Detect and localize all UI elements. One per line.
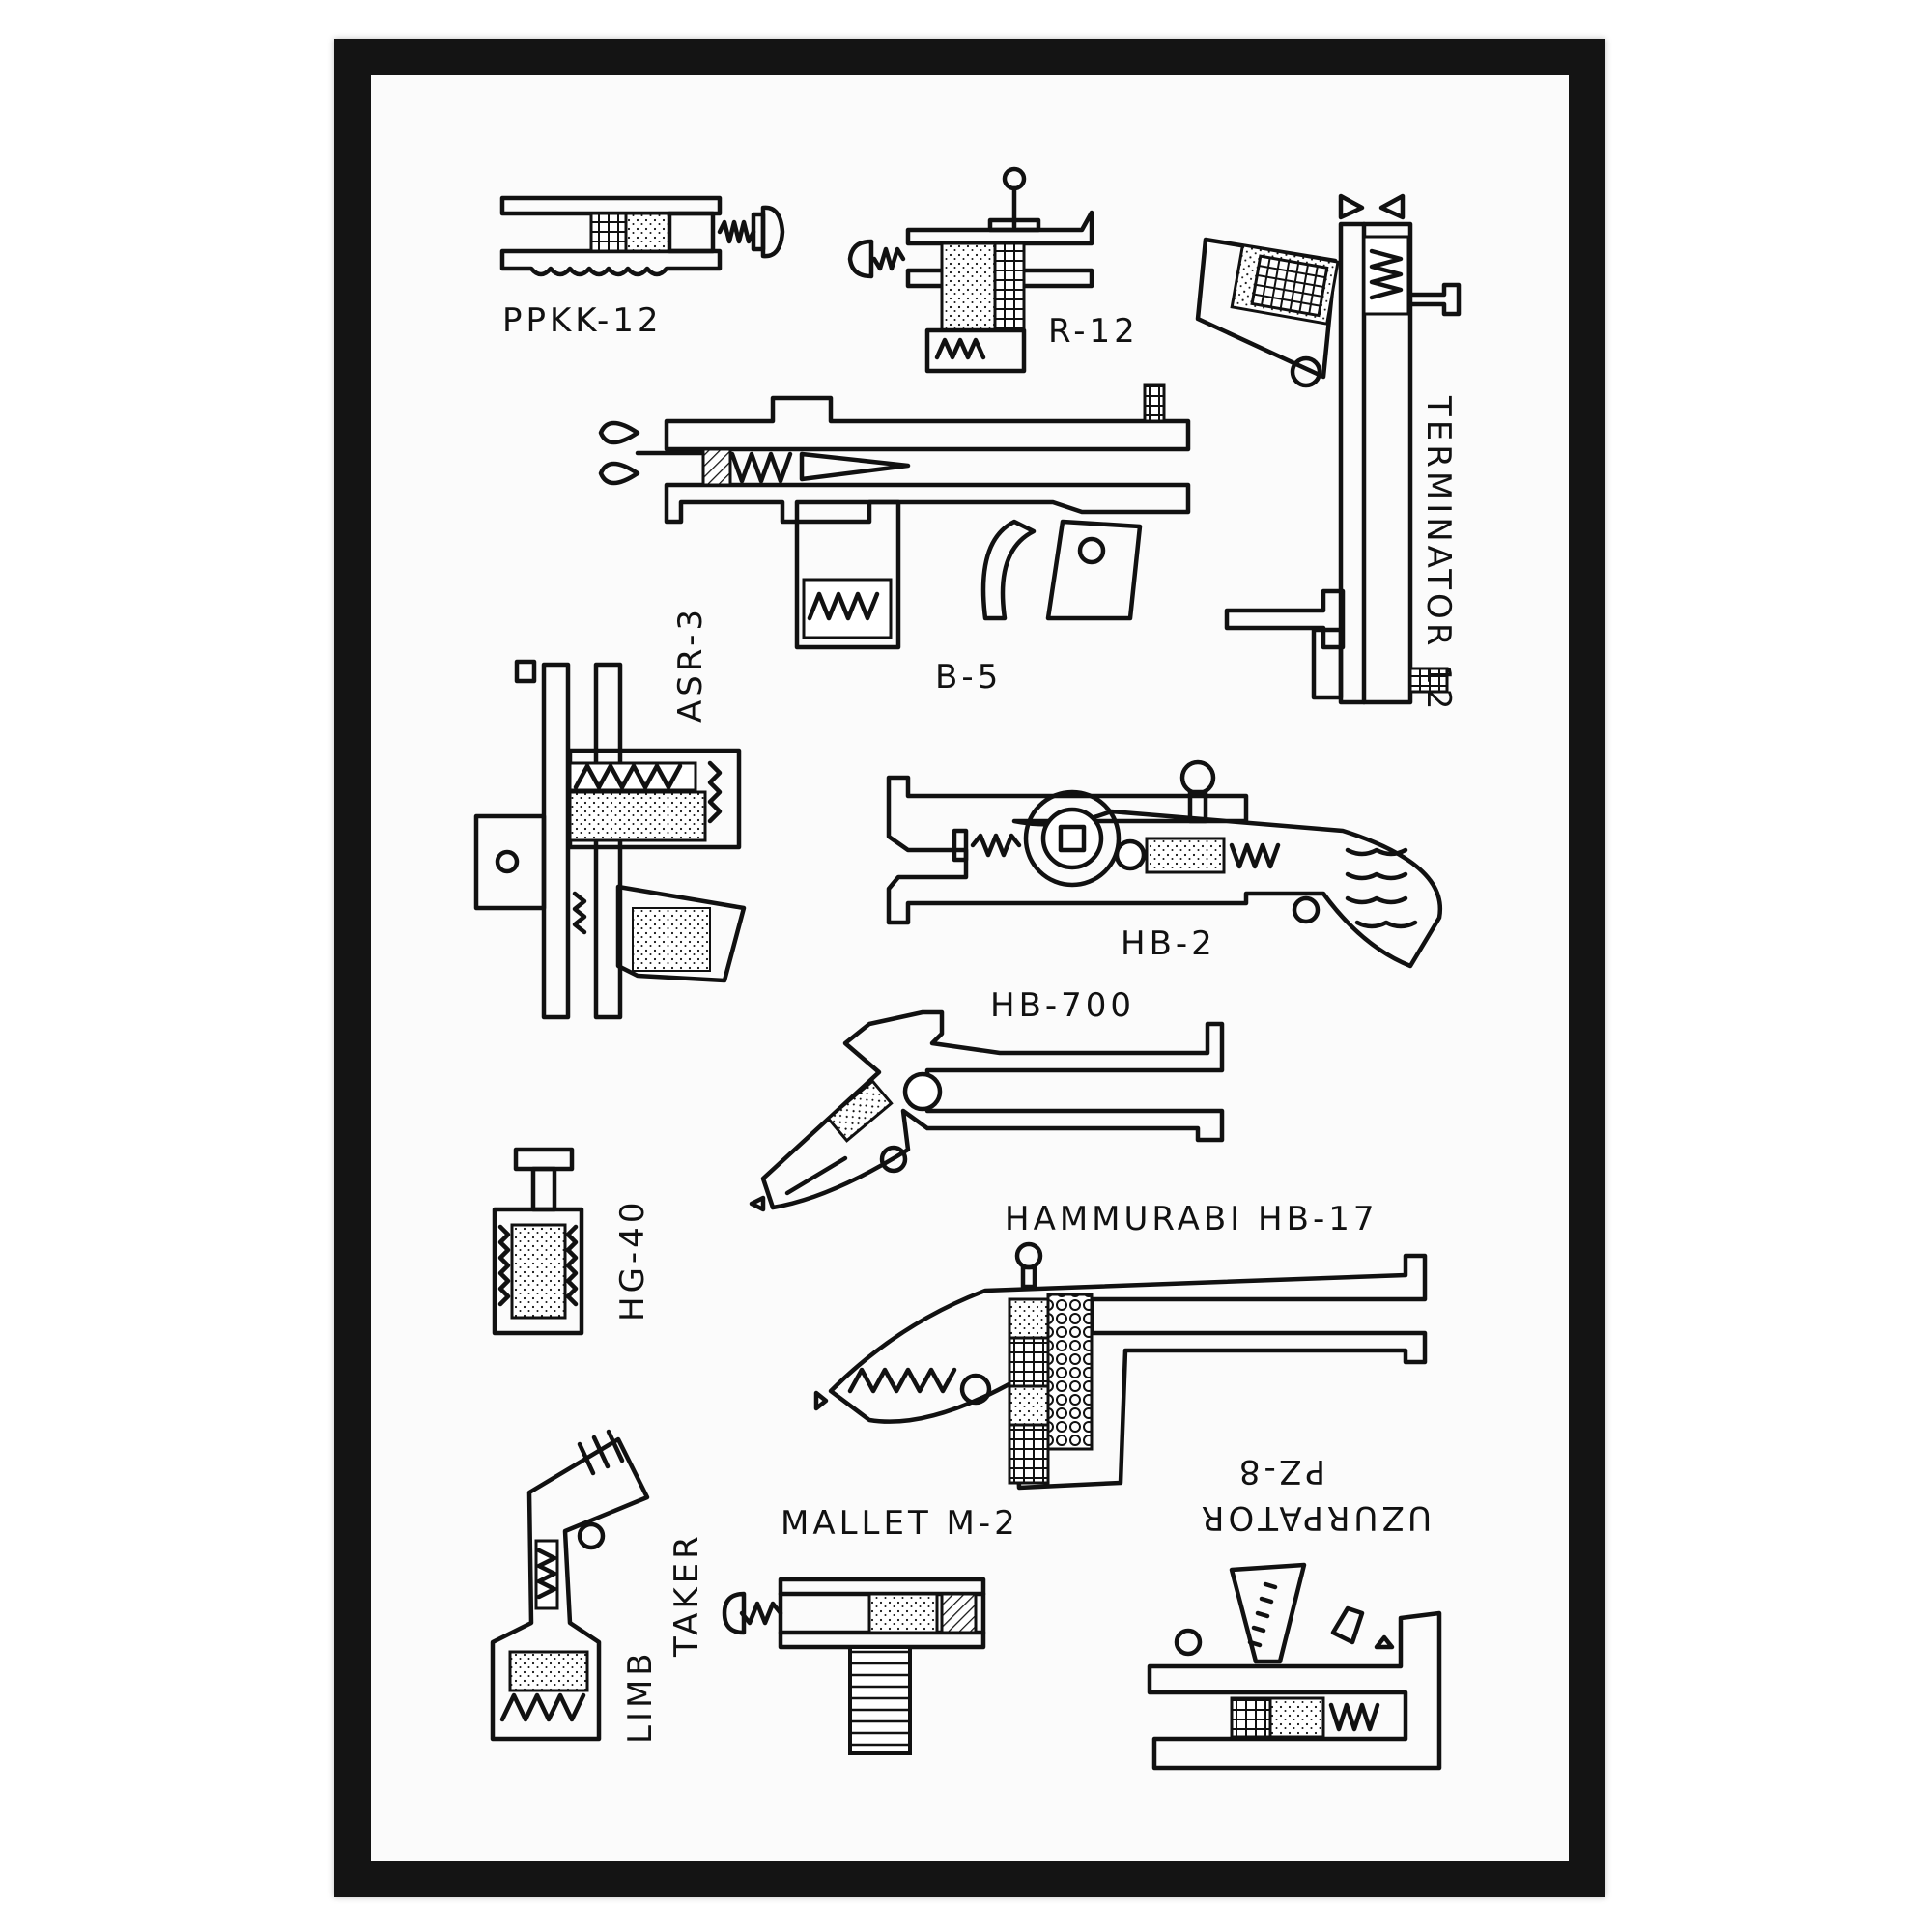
r-12-drawing — [847, 166, 1094, 374]
hg-40-drawing — [492, 1147, 584, 1336]
b-5-drawing — [598, 383, 1191, 650]
label-hammurabi-hb-17: HAMMURABI HB-17 — [1005, 1200, 1378, 1238]
hb-2-drawing — [886, 759, 1443, 969]
label-uzurpator: UZURPATOR — [1198, 1498, 1432, 1537]
label-limb: LIMB — [621, 1649, 660, 1744]
label-uzurpator-model: PZ-8 — [1236, 1452, 1325, 1491]
hb-700-drawing — [749, 1009, 1225, 1212]
limb-taker-drawing — [490, 1429, 650, 1742]
terminator-12-drawing — [1195, 193, 1462, 705]
label-terminator-12: TERMINATOR 12 — [1419, 395, 1458, 714]
uzurpator-pz-8-drawing — [1147, 1562, 1442, 1771]
label-ppkk-12: PPKK-12 — [502, 301, 663, 340]
ppkk-12-drawing — [499, 195, 785, 277]
label-mallet-m-2: MALLET M-2 — [781, 1504, 1019, 1543]
label-hb-2: HB-2 — [1121, 924, 1216, 963]
mallet-m-2-drawing — [722, 1577, 986, 1755]
label-taker: TAKER — [668, 1532, 706, 1658]
label-asr-3: ASR-3 — [671, 606, 710, 723]
hammurabi-hb-17-drawing — [813, 1241, 1428, 1491]
label-r-12: R-12 — [1048, 312, 1139, 351]
asr-3-drawing — [473, 659, 747, 1020]
label-hg-40: HG-40 — [613, 1199, 652, 1321]
label-hb-700: HB-700 — [990, 986, 1135, 1025]
label-b-5: B-5 — [935, 658, 1002, 696]
